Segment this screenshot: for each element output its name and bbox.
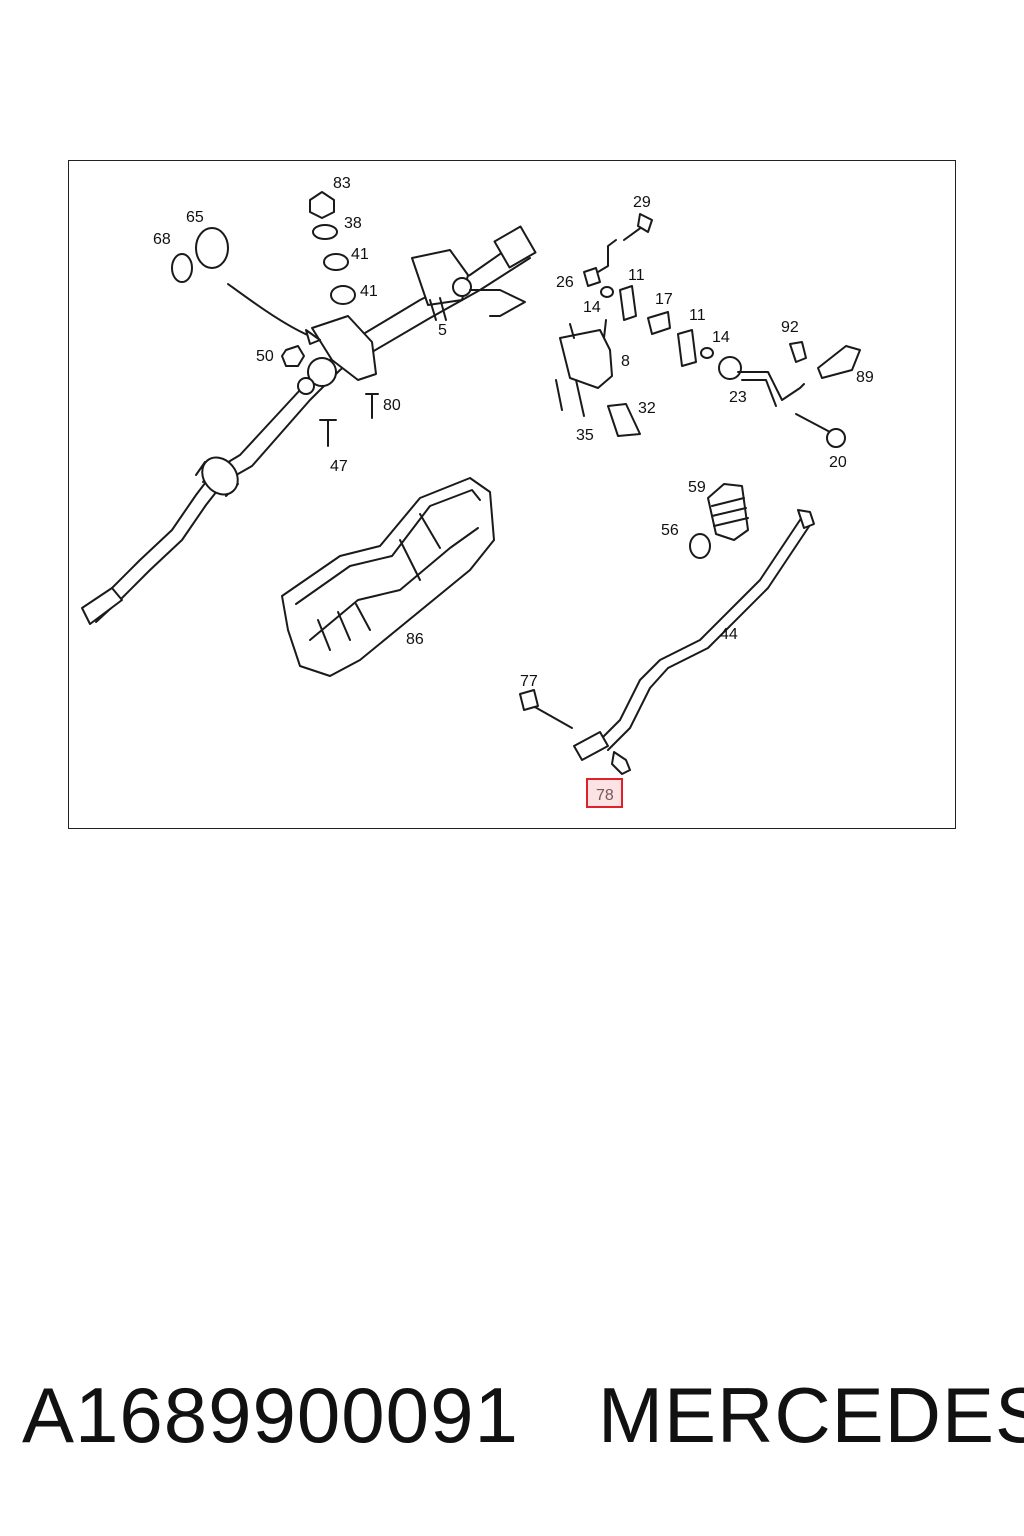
callout-32: 32 bbox=[638, 400, 656, 417]
shroud-cover-part bbox=[281, 477, 495, 677]
callout-20: 20 bbox=[829, 454, 847, 471]
callout-17: 17 bbox=[655, 291, 673, 308]
column-housing-part bbox=[297, 225, 537, 395]
part-number: A1689900091 bbox=[22, 1371, 519, 1459]
callout-23: 23 bbox=[729, 389, 747, 406]
arrow-head bbox=[305, 329, 321, 345]
callout-50: 50 bbox=[256, 348, 274, 365]
fasteners-top bbox=[171, 191, 379, 447]
callout-5: 5 bbox=[438, 322, 447, 339]
callout-83: 83 bbox=[333, 175, 351, 192]
callout-35: 35 bbox=[576, 427, 594, 444]
callout-44: 44 bbox=[720, 626, 738, 643]
callout-78-highlight-box bbox=[586, 778, 623, 808]
lever-parts bbox=[555, 213, 861, 448]
callout-59: 59 bbox=[688, 479, 706, 496]
callout-68: 68 bbox=[153, 231, 171, 248]
callout-14: 14 bbox=[583, 299, 601, 316]
callout-56: 56 bbox=[661, 522, 679, 539]
brand-name: MERCEDES bbox=[598, 1371, 1024, 1459]
intermediate-shaft-part bbox=[519, 483, 815, 775]
callout-38: 38 bbox=[344, 215, 362, 232]
callout-47: 47 bbox=[330, 458, 348, 475]
callout-8: 8 bbox=[621, 353, 630, 370]
callout-41: 41 bbox=[360, 283, 378, 300]
callout-labels: 83 38 41 41 65 68 5 50 80 47 29 26 11 14… bbox=[153, 175, 874, 808]
callout-80: 80 bbox=[383, 397, 401, 414]
callout-86: 86 bbox=[406, 631, 424, 648]
callout-11: 11 bbox=[689, 307, 706, 324]
callout-26: 26 bbox=[556, 274, 574, 291]
callout-41: 41 bbox=[351, 246, 369, 263]
callout-29: 29 bbox=[633, 194, 651, 211]
callout-89: 89 bbox=[856, 369, 874, 386]
callout-77: 77 bbox=[520, 673, 538, 690]
callout-78: 78 bbox=[596, 787, 614, 804]
callout-14: 14 bbox=[712, 329, 730, 346]
diagram-frame bbox=[68, 160, 956, 829]
callout-11: 11 bbox=[628, 267, 645, 284]
callout-92: 92 bbox=[781, 319, 799, 336]
callout-65: 65 bbox=[186, 209, 204, 226]
